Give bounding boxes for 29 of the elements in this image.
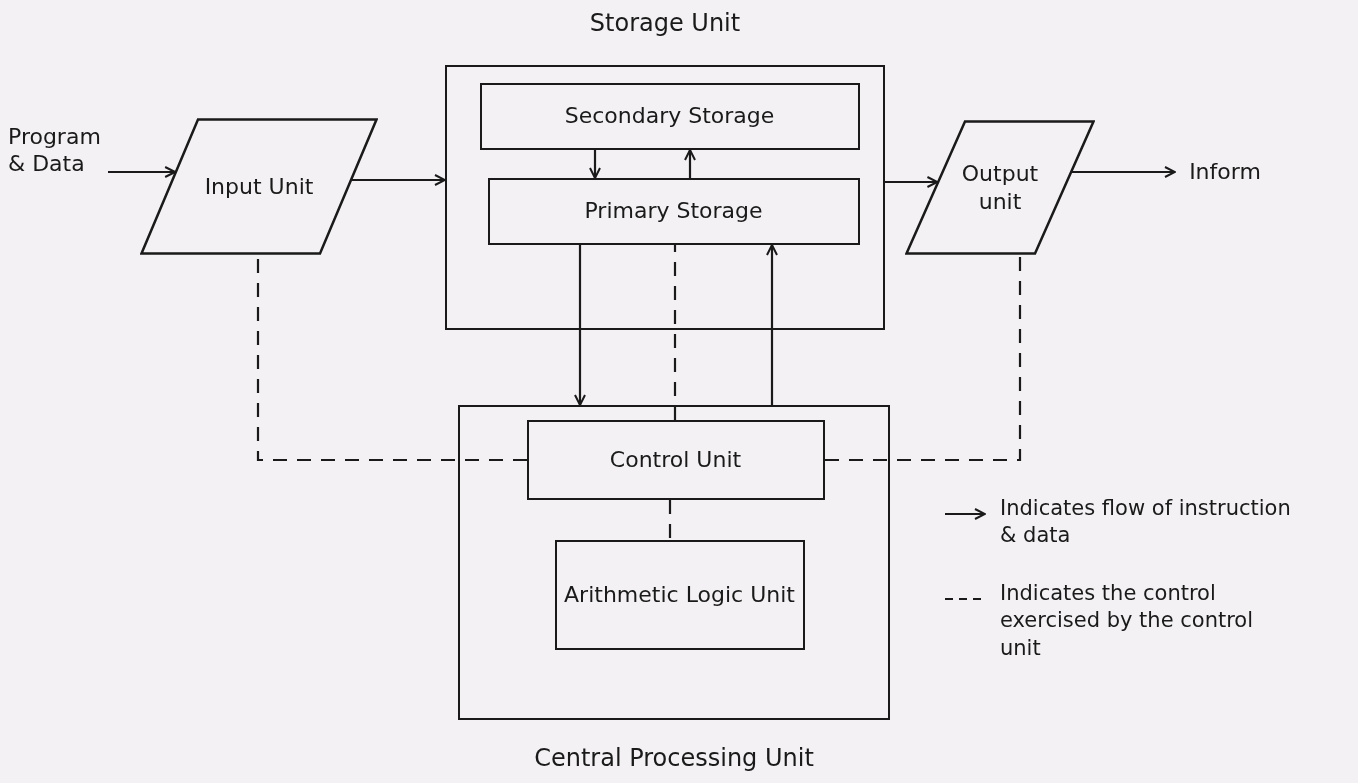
control-line [673,245,677,420]
heading: Central Processing Unit [533,744,815,772]
flow-arrow [108,166,177,178]
text-label: Program & Data [8,100,108,200]
unit-box [526,419,825,500]
flow-arrow [1071,166,1176,178]
unit-box [479,82,860,150]
text-label: Inform [1175,150,1275,194]
unit-label: Arithmetic Logic Unit [564,580,795,609]
legend-text: Indicates flow of instruction & data [1000,495,1292,550]
unit-label: Input Unit [204,172,314,201]
flow-arrow [684,149,696,178]
unit-label: Control Unit [609,445,742,474]
control-line [668,500,672,540]
control-line [825,255,1022,462]
unit-label: Primary Storage [584,197,763,225]
io-parallelogram [905,120,1095,255]
io-parallelogram [140,118,378,255]
heading: Storage Unit [588,9,742,37]
unit-box [487,177,860,245]
unit-label: Secondary Storage [564,102,775,130]
unit-box [554,539,805,650]
unit-label: Output unit [960,160,1040,215]
flow-arrow [766,244,778,405]
flow-arrow [589,150,601,179]
flow-arrow [885,176,939,188]
legend-text: Indicates the control exercised by the control unit [1000,580,1255,662]
flow-arrow [574,245,586,406]
flow-arrow [351,174,446,186]
